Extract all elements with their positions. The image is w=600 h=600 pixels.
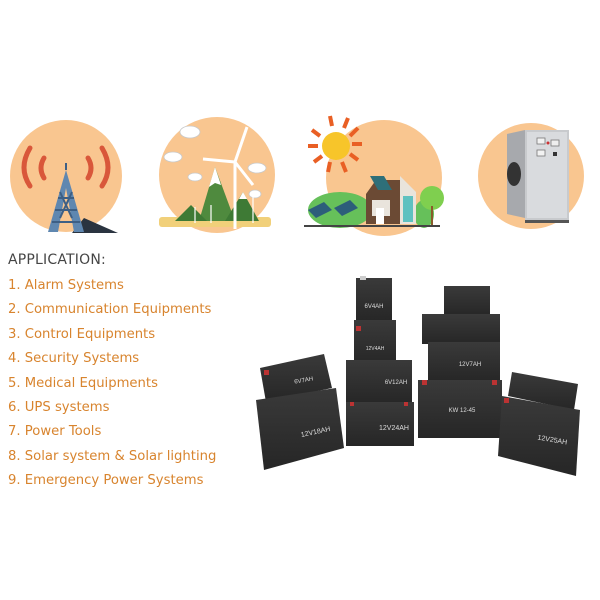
- application-item: 1. Alarm Systems: [8, 278, 124, 293]
- application-item: 9. Emergency Power Systems: [8, 473, 204, 489]
- battery-kw-12-45: KW 12-45: [418, 380, 502, 438]
- svg-text:6V4AH: 6V4AH: [364, 304, 383, 310]
- battery-12v24ah: 12V24AH: [346, 402, 414, 446]
- svg-text:6V7AH: 6V7AH: [294, 376, 314, 385]
- application-heading: APPLICATION:: [8, 252, 106, 268]
- battery-6v7ah: 6V7AH: [260, 354, 332, 402]
- application-item: 7. Power Tools: [8, 424, 102, 440]
- battery-6v12ah: 6V12AH: [346, 360, 412, 404]
- ozone-generator-icon: [477, 122, 585, 230]
- battery-small-right: [422, 286, 500, 344]
- battery-12v4ah: 12V4AH: [354, 320, 396, 366]
- application-item: 2. Communication Equipments: [8, 302, 212, 318]
- battery-12v25ah: 12V25AH: [498, 372, 580, 476]
- application-item: 6. UPS systems: [8, 399, 110, 415]
- battery-12v18ah: 12V18AH: [256, 388, 344, 470]
- svg-text:6V12AH: 6V12AH: [385, 380, 407, 386]
- application-item: 3. Control Equipments: [8, 326, 156, 342]
- wind-turbine-icon: [155, 117, 277, 235]
- svg-text:12V7AH: 12V7AH: [459, 362, 481, 368]
- battery-product-image: 6V4AH 12V4AH 6V12AH 12V24AH 6V7AH: [250, 270, 600, 495]
- application-item: 5. Medical Equipments: [8, 375, 158, 391]
- telecom-tower-icon: [8, 118, 124, 234]
- application-list: 1. Alarm Systems 2. Communication Equipm…: [8, 276, 216, 496]
- solar-house-icon: [300, 114, 448, 239]
- application-item: 8. Solar system & Solar lighting: [8, 448, 217, 464]
- svg-text:12V4AH: 12V4AH: [366, 346, 385, 352]
- battery-12v7ah: 12V7AH: [428, 342, 500, 382]
- application-item: 4. Security Systems: [8, 351, 140, 367]
- battery-6v4ah: 6V4AH: [356, 276, 392, 322]
- svg-text:KW 12-45: KW 12-45: [449, 408, 476, 414]
- svg-text:12V24AH: 12V24AH: [379, 425, 409, 432]
